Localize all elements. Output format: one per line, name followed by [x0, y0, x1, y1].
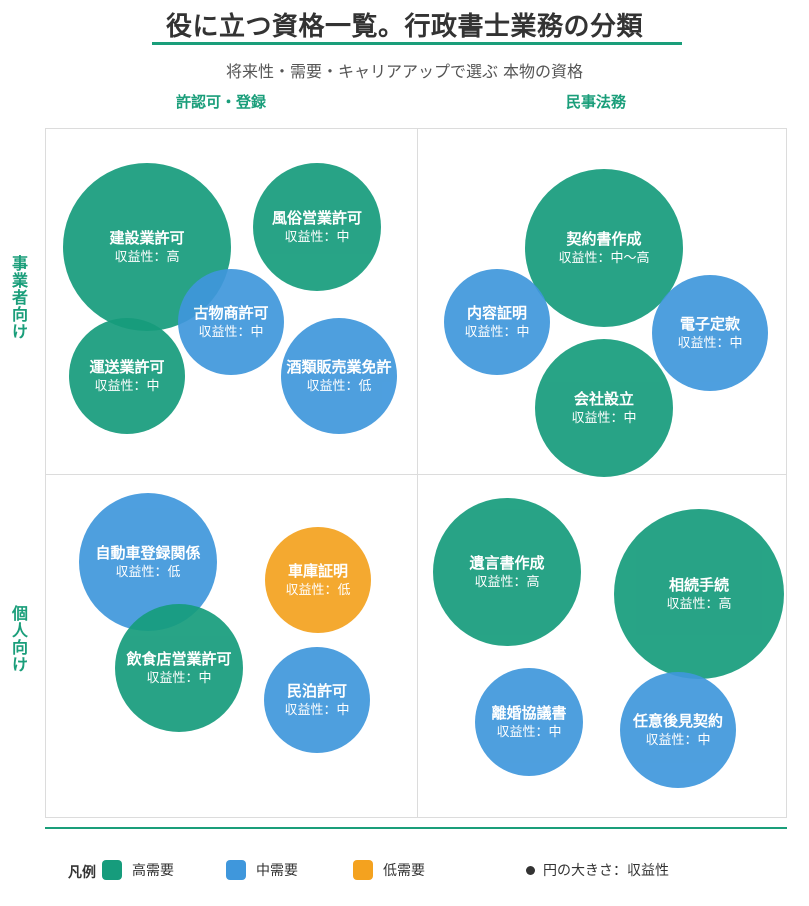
- bubble-name: 車庫証明: [287, 561, 348, 580]
- legend-swatch-low: [353, 860, 373, 880]
- bubble-certified-letter: 内容証明 収益性：中: [444, 269, 550, 375]
- bubble-company-formation: 会社設立 収益性：中: [535, 339, 673, 477]
- bubble-divorce-agreement: 離婚協議書 収益性：中: [475, 668, 583, 776]
- bubble-profit: 収益性：中～高: [558, 250, 650, 266]
- bubble-name: 飲食店営業許可: [126, 649, 232, 668]
- bubble-profit: 収益性：中: [645, 732, 711, 748]
- legend-item-size: 円の大きさ：収益性: [526, 860, 669, 880]
- bubble-inheritance-procedures: 相続手続 収益性：高: [614, 509, 784, 679]
- bubble-profit: 収益性：高: [666, 596, 732, 612]
- bubble-contract-drafting: 契約書作成 収益性：中～高: [525, 169, 683, 327]
- bubble-name: 風俗営業許可: [271, 208, 362, 227]
- bubble-garage-certificate: 車庫証明 収益性：低: [265, 527, 371, 633]
- bubble-profit: 収益性：中: [464, 324, 530, 340]
- bubble-name: 古物商許可: [193, 303, 269, 322]
- bullet-dot-icon: [526, 865, 535, 875]
- legend-item-high: 高需要: [102, 860, 174, 880]
- bubble-name: 内容証明: [466, 303, 527, 322]
- legend-item-mid: 中需要: [226, 860, 298, 880]
- bubble-profit: 収益性：低: [285, 582, 351, 598]
- bubble-profit: 収益性：中: [94, 378, 160, 394]
- column-header-permits: 許認可・登録: [176, 93, 267, 111]
- bubble-profit: 収益性：中: [496, 724, 562, 740]
- bubble-profit: 収益性：中: [284, 229, 350, 245]
- bubble-name: 会社設立: [573, 389, 634, 408]
- legend-label-mid: 中需要: [256, 863, 298, 879]
- legend: 凡例 高需要 中需要 低需要 円の大きさ：収益性: [68, 860, 768, 882]
- bubble-name: 運送業許可: [89, 357, 165, 376]
- bubble-profit: 収益性：高: [114, 249, 180, 265]
- legend-label-low: 低需要: [383, 863, 425, 879]
- legend-swatch-mid: [226, 860, 246, 880]
- bubble-name: 民泊許可: [286, 681, 347, 700]
- bubble-name: 相続手続: [668, 575, 729, 594]
- bubble-liquor-license: 酒類販売業免許 収益性：低: [281, 318, 397, 434]
- bubble-name: 自動車登録関係: [95, 543, 201, 562]
- bubble-profit: 収益性：低: [115, 564, 181, 580]
- legend-label-high: 高需要: [132, 863, 174, 879]
- bubble-profit: 収益性：中: [677, 335, 743, 351]
- bubble-vehicle-registration: 自動車登録関係 収益性：低: [79, 493, 217, 631]
- bubble-secondhand-dealer-permit: 古物商許可 収益性：中: [178, 269, 284, 375]
- bubble-electronic-articles: 電子定款 収益性：中: [652, 275, 768, 391]
- bubble-entertainment-permit: 風俗営業許可 収益性：中: [253, 163, 381, 291]
- bubble-profit: 収益性：中: [571, 410, 637, 426]
- bubble-will-drafting: 遺言書作成 収益性：高: [433, 498, 581, 646]
- legend-title: 凡例: [68, 865, 96, 881]
- bubble-name: 任意後見契約: [632, 711, 723, 730]
- bubble-profit: 収益性：中: [198, 324, 264, 340]
- legend-divider: [45, 827, 787, 829]
- page-subtitle: 将来性・需要・キャリアアップで選ぶ 本物の資格: [225, 62, 584, 81]
- quadrant-grid: 建設業許可 収益性：高 風俗営業許可 収益性：中 運送業許可 収益性：中 古物商…: [45, 128, 787, 818]
- row-header-business: 事業者向け: [9, 255, 28, 340]
- legend-item-low: 低需要: [353, 860, 425, 880]
- bubble-profit: 収益性：高: [474, 574, 540, 590]
- bubble-name: 遺言書作成: [469, 553, 545, 572]
- legend-size-note: 円の大きさ：収益性: [543, 863, 669, 879]
- grid-vertical-divider: [417, 129, 418, 817]
- bubble-name: 電子定款: [679, 314, 740, 333]
- title-underline: [152, 42, 682, 45]
- grid-horizontal-divider: [46, 474, 786, 475]
- bubble-name: 酒類販売業免許: [286, 357, 392, 376]
- bubble-transport-permit: 運送業許可 収益性：中: [69, 318, 185, 434]
- bubble-private-lodging-permit: 民泊許可 収益性：中: [264, 647, 370, 753]
- column-header-civil-legal: 民事法務: [566, 93, 627, 111]
- legend-swatch-high: [102, 860, 122, 880]
- page-title: 役に立つ資格一覧。行政書士業務の分類: [165, 12, 643, 42]
- bubble-profit: 収益性：中: [146, 670, 212, 686]
- bubble-voluntary-guardianship: 任意後見契約 収益性：中: [620, 672, 736, 788]
- bubble-name: 建設業許可: [109, 228, 185, 247]
- bubble-name: 契約書作成: [566, 229, 642, 248]
- bubble-name: 離婚協議書: [491, 703, 567, 722]
- bubble-restaurant-permit: 飲食店営業許可 収益性：中: [115, 604, 243, 732]
- row-header-individual: 個人向け: [9, 605, 28, 673]
- bubble-profit: 収益性：低: [306, 378, 372, 394]
- bubble-profit: 収益性：中: [284, 702, 350, 718]
